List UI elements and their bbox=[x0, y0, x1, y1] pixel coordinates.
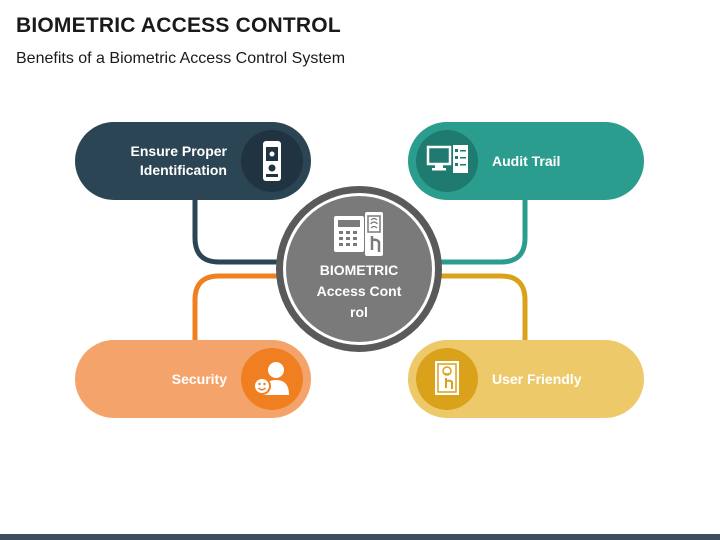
pill-user-friendly-label: User Friendly bbox=[492, 371, 582, 387]
slide-title: BIOMETRIC ACCESS CONTROL bbox=[16, 14, 341, 37]
connector-user-friendly bbox=[438, 273, 528, 340]
footer-bar bbox=[0, 534, 720, 540]
pill-audit-label: Audit Trail bbox=[492, 153, 561, 169]
phone-id-icon bbox=[241, 130, 303, 192]
connector-identification bbox=[192, 198, 282, 265]
slide-subtitle: Benefits of a Biometric Access Control S… bbox=[16, 50, 346, 67]
connector-security bbox=[192, 273, 282, 340]
pill-identification: Ensure Proper Identification bbox=[75, 122, 311, 200]
monitor-checklist-icon bbox=[416, 130, 478, 192]
connector-audit bbox=[438, 198, 528, 265]
center-label: BIOMETRIC Access Control bbox=[316, 262, 402, 320]
pill-security-label: Security bbox=[171, 371, 227, 387]
pill-identification-label: Ensure Proper Identification bbox=[130, 143, 227, 178]
user-smile-icon bbox=[241, 348, 303, 410]
touch-panel-icon bbox=[416, 348, 478, 410]
pill-audit: Audit Trail bbox=[408, 122, 644, 200]
pill-user-friendly: User Friendly bbox=[408, 340, 644, 418]
fingerprint-scanner-icon bbox=[334, 212, 383, 256]
pill-security: Security bbox=[75, 340, 311, 418]
